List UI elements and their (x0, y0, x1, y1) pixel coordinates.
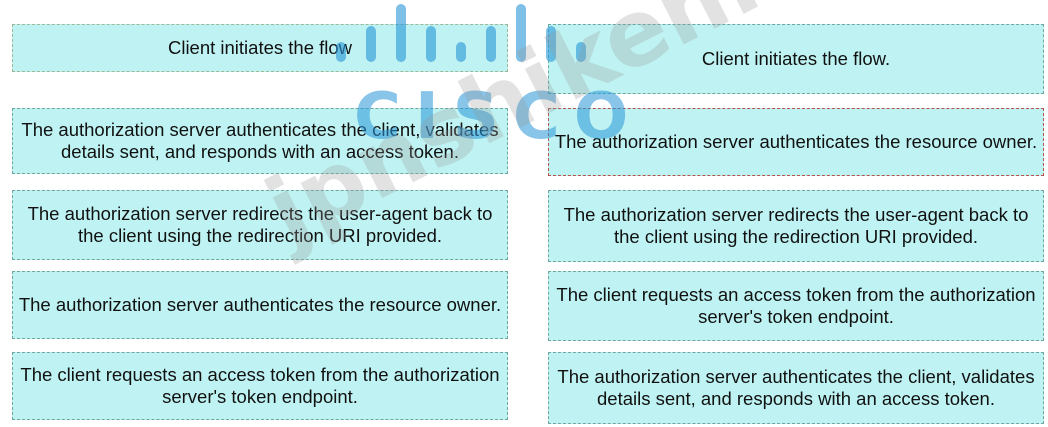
right-item-5-text: The authorization server authenticates t… (557, 366, 1035, 409)
right-item-2-text: The authorization server authenticates t… (554, 131, 1038, 152)
right-item-3[interactable]: The authorization server redirects the u… (548, 190, 1044, 262)
left-item-4-text: The authorization server authenticates t… (18, 294, 502, 315)
left-item-5-text: The client requests an access token from… (20, 364, 500, 407)
right-item-4[interactable]: The client requests an access token from… (548, 271, 1044, 341)
left-item-1-text: Client initiates the flow (167, 37, 353, 58)
right-item-3-text: The authorization server redirects the u… (563, 204, 1029, 247)
left-item-3[interactable]: The authorization server redirects the u… (12, 190, 508, 260)
left-item-3-text: The authorization server redirects the u… (27, 203, 493, 246)
left-item-2-text: The authorization server authenticates t… (21, 119, 499, 162)
right-item-1[interactable]: Client initiates the flow. (548, 24, 1044, 94)
right-item-4-text: The client requests an access token from… (556, 284, 1036, 327)
left-item-4[interactable]: The authorization server authenticates t… (12, 271, 508, 339)
left-item-5[interactable]: The client requests an access token from… (12, 352, 508, 420)
left-item-2[interactable]: The authorization server authenticates t… (12, 108, 508, 174)
right-item-1-text: Client initiates the flow. (701, 48, 891, 69)
right-item-2[interactable]: The authorization server authenticates t… (548, 108, 1044, 176)
left-item-1[interactable]: Client initiates the flow (12, 24, 508, 72)
right-item-5[interactable]: The authorization server authenticates t… (548, 352, 1044, 424)
